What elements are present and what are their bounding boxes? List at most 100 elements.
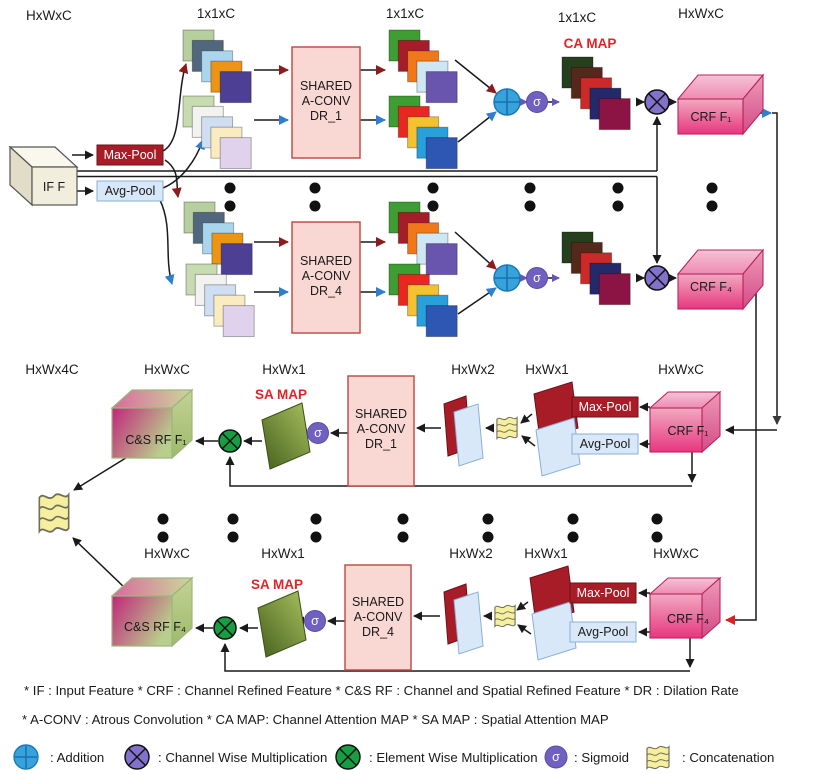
shared-aconv-dr4-box-bottom (344, 564, 412, 671)
connectors (72, 59, 782, 672)
crf-f4-bottom-label: CRF F₄ (667, 612, 709, 626)
cs-rf-f4-label: C&S RF F₄ (124, 620, 186, 634)
squares-ca-map-1 (561, 56, 631, 131)
ellipsis-dot (309, 182, 321, 194)
ellipsis-dot (651, 513, 663, 525)
sa-map-row4 (257, 590, 307, 658)
feature-map-square (598, 98, 631, 131)
ellipsis-dot (567, 513, 579, 525)
stack-map-blue-row4 (453, 591, 484, 655)
concat-icon-main (38, 493, 70, 533)
arrow-maxpool-to-row4 (164, 159, 182, 198)
shared-aconv-dr4-box-top (291, 221, 361, 334)
dim-label-stack4: HxWx2 (449, 546, 493, 561)
legend-addition-label: : Addition (50, 750, 104, 765)
dim-label-cs1: HxWxC (144, 362, 190, 377)
legend-concat-label: : Concatenation (682, 750, 774, 765)
ellipsis-dot (524, 200, 536, 212)
ellipsis-dot (427, 200, 439, 212)
ellipsis-dot (524, 182, 536, 194)
conv1-top-line2: A-CONV (302, 94, 351, 108)
conv1-bot-line3: DR_1 (365, 437, 397, 451)
max-pool-box-top (96, 144, 164, 166)
crf-f4-label: CRF F₄ (690, 280, 732, 294)
element-mult-icon-row4 (213, 616, 237, 640)
arrow-avgmap4-to-concat (517, 624, 532, 635)
max-pool-label-sa4: Max-Pool (577, 586, 630, 600)
avg-pool-box-sa1 (571, 433, 639, 455)
legend-channel-mult-label: : Channel Wise Multiplication (158, 750, 327, 765)
ellipsis-dot (157, 531, 169, 543)
concat-legend-icon (646, 745, 670, 770)
ellipsis-dot (227, 513, 239, 525)
ellipsis-dot (227, 531, 239, 543)
ellipsis-dot (224, 200, 236, 212)
arrow-maxout1-to-add1 (454, 59, 497, 94)
arrow-maxmap4-to-concat (516, 601, 529, 611)
ellipsis-dot (397, 513, 409, 525)
crf-f1-label: CRF F₁ (690, 110, 731, 124)
legend: : Addition : Channel Wise Multiplication… (13, 744, 774, 770)
dim-label-maps1: HxWx1 (525, 362, 569, 377)
squares-avg-in-1 (182, 95, 252, 170)
ellipsis-dots-bottom (157, 513, 663, 543)
dim-label-cs4: HxWxC (144, 546, 190, 561)
sa-map-label-row4: SA MAP (251, 577, 303, 592)
sigmoid-glyph-row1: σ (533, 95, 541, 109)
ellipsis-dot (482, 513, 494, 525)
addition-icon-row1 (493, 88, 521, 116)
if-feature-box (8, 145, 79, 207)
sigmoid-legend-icon (544, 745, 568, 769)
ellipsis-dot (427, 182, 439, 194)
dim-label-input: HxWxC (26, 8, 72, 23)
legend-sigmoid-label: : Sigmoid (574, 750, 629, 765)
element-mult-icon-row1 (218, 429, 242, 453)
conv4-top-line3: DR_4 (310, 284, 342, 298)
feature-map-square (425, 71, 458, 104)
dim-label-1x1xc-b: 1x1xC (386, 6, 425, 21)
ellipsis-dot (482, 531, 494, 543)
dim-label-crf4b: HxWxC (653, 546, 699, 561)
avg-map-row4 (531, 601, 577, 661)
sigmoid-icon-sa-row4 (304, 610, 326, 632)
ellipsis-dot (224, 182, 236, 194)
dim-label-crf1b: HxWxC (658, 362, 704, 377)
conv1-top-line3: DR_1 (310, 109, 342, 123)
squares-avg-in-4 (185, 263, 255, 338)
conv4-top-line1: SHARED (300, 254, 352, 268)
conv1-top-line1: SHARED (300, 79, 352, 93)
squares-max-out-1 (388, 29, 458, 104)
ellipsis-dot (567, 531, 579, 543)
crf-f1-box (676, 73, 765, 136)
sigmoid-icon-row4 (526, 267, 548, 289)
arrow-maxmap1-to-concat (520, 413, 533, 424)
arrow-maxpool-to-row1 (162, 63, 189, 152)
feature-map-square (222, 305, 255, 338)
ellipsis-dot (157, 513, 169, 525)
line-crf4-feedback (725, 288, 757, 625)
shared-aconv-dr1-box-top (291, 46, 361, 159)
sa-map-label-row1: SA MAP (255, 387, 307, 402)
arrow-avgpool-to-row1 (162, 139, 205, 189)
sigmoid-glyph-row4: σ (533, 271, 541, 285)
avg-pool-box-sa4 (569, 621, 637, 643)
channel-mult-legend-icon (124, 744, 150, 770)
max-pool-label-sa1: Max-Pool (579, 400, 632, 414)
avg-pool-label-sa1: Avg-Pool (580, 437, 631, 451)
ellipsis-dot (706, 200, 718, 212)
squares-avg-out-4 (388, 263, 458, 338)
dim-label-sa1: HxWx1 (262, 362, 306, 377)
feature-map-square (598, 273, 631, 306)
arrow-avgpool-to-row4 (159, 199, 175, 285)
crf-f1-bottom-label: CRF F₁ (667, 424, 708, 438)
element-mult-legend-icon (335, 744, 361, 770)
squares-max-in-4 (183, 201, 253, 276)
max-pool-box-sa1 (571, 396, 639, 418)
feature-map-square (220, 243, 253, 276)
avg-pool-box-top (96, 180, 164, 202)
line-crf1b-to-mult (225, 456, 692, 487)
cs-rf-f1-label: C&S RF F₁ (125, 433, 186, 447)
ca-map-label: CA MAP (564, 36, 617, 51)
line-crf1-feedback-vertical (772, 112, 782, 425)
